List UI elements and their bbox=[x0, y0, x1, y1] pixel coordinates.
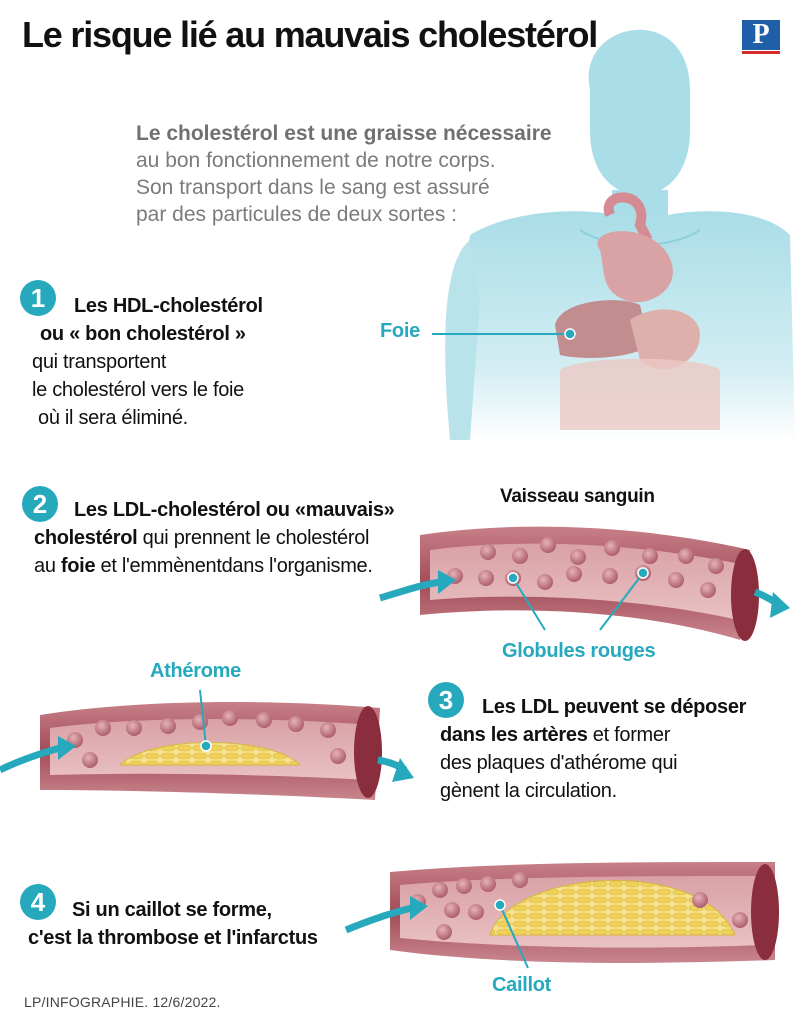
red-cells-group-1 bbox=[447, 537, 724, 598]
red-cells-label: Globules rouges bbox=[502, 640, 656, 662]
step-1-line-4: le cholestérol vers le foie bbox=[32, 379, 245, 401]
atheroma-vessel-illustration bbox=[0, 702, 414, 800]
step-4-badge: 4 bbox=[20, 884, 56, 920]
step-2-line-3-bold: foie bbox=[60, 555, 96, 577]
vessel-blood-illustration bbox=[378, 526, 790, 641]
intro-line-2: au bon fonctionnement de notre corps. bbox=[136, 149, 496, 172]
step-2-line-2: qui prennent le cholestérol bbox=[137, 527, 370, 549]
step-4-text: Si un caillot se forme, c'est la thrombo… bbox=[28, 896, 318, 952]
step-3-line-1: Les LDL peuvent se déposer bbox=[482, 696, 747, 718]
clot-label: Caillot bbox=[492, 974, 552, 996]
clot-vessel-illustration bbox=[344, 862, 779, 963]
step-2-line-2-bold: cholestérol bbox=[34, 527, 138, 549]
liver-label: Foie bbox=[380, 320, 420, 342]
step-3-line-2: et former bbox=[587, 724, 671, 746]
intro-line-1: Le cholestérol est une graisse nécessair… bbox=[136, 122, 552, 145]
vessel-label: Vaisseau sanguin bbox=[500, 486, 655, 507]
step-1-line-1: Les HDL-cholestérol bbox=[74, 295, 263, 317]
red-cells-group-3 bbox=[410, 872, 748, 940]
step-1-text: Les HDL-cholestérol ou « bon cholestérol… bbox=[32, 292, 263, 432]
step-1-badge: 1 bbox=[20, 280, 56, 316]
atheroma-label: Athérome bbox=[150, 660, 241, 682]
step-2-line-1: Les LDL-cholestérol ou «mauvais» bbox=[74, 499, 395, 521]
step-4-line-2: c'est la thrombose et l'infarctus bbox=[28, 927, 318, 949]
step-2-line-3c: et l'emmènentdans l'organisme. bbox=[95, 555, 373, 577]
step-2-badge: 2 bbox=[22, 486, 58, 522]
logo-underline bbox=[742, 51, 780, 54]
intro-text: Le cholestérol est une graisse nécessair… bbox=[136, 120, 552, 228]
logo-letter: P bbox=[742, 20, 780, 50]
red-cells-group-2 bbox=[67, 710, 346, 768]
step-1-line-2: ou « bon cholestérol » bbox=[40, 323, 246, 345]
step-1-line-5: où il sera éliminé. bbox=[38, 407, 188, 429]
step-3-badge: 3 bbox=[428, 682, 464, 718]
intro-line-3: Son transport dans le sang est assuré bbox=[136, 176, 490, 199]
step-2-line-3a: au bbox=[34, 555, 61, 577]
page-title: Le risque lié au mauvais cholestérol bbox=[22, 14, 598, 55]
step-3-line-2-bold: dans les artères bbox=[440, 724, 588, 746]
step-2-text: Les LDL-cholestérol ou «mauvais» cholest… bbox=[34, 496, 395, 580]
step-1-line-3: qui transportent bbox=[32, 351, 167, 373]
credit-line: LP/INFOGRAPHIE. 12/6/2022. bbox=[24, 994, 221, 1010]
human-figure bbox=[445, 29, 795, 440]
intro-line-4: par des particules de deux sortes : bbox=[136, 203, 458, 226]
step-3-text: Les LDL peuvent se déposer dans les artè… bbox=[440, 693, 746, 805]
step-3-line-4: gènent la circulation. bbox=[440, 780, 617, 802]
step-4-line-1: Si un caillot se forme, bbox=[72, 899, 272, 921]
publisher-logo: P bbox=[742, 20, 780, 54]
step-3-line-3: des plaques d'athérome qui bbox=[440, 752, 678, 774]
